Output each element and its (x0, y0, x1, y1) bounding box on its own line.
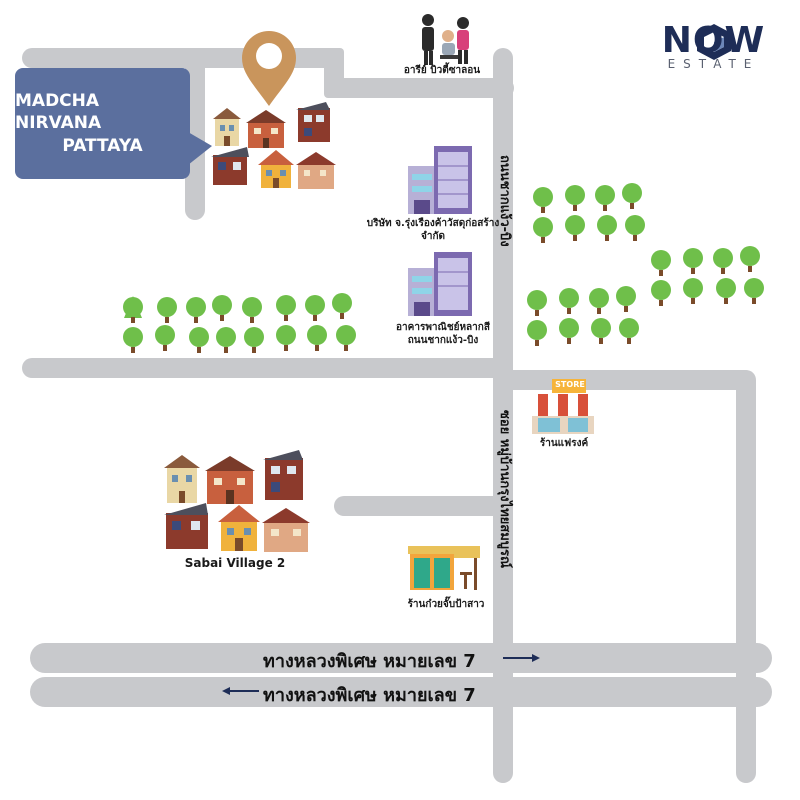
arrow-right-icon (503, 654, 540, 662)
house-icon (263, 450, 303, 500)
house-icon (164, 503, 208, 549)
company-label: บริษัท จ.รุ่งเรืองค้าวัสดุก่อสร้าง จำกัด (358, 218, 508, 243)
tree-icon (597, 215, 617, 241)
tree-icon (123, 327, 143, 353)
tree-icon (591, 318, 611, 344)
tree-icon (189, 327, 209, 353)
tree-icon (713, 248, 733, 274)
tree-icon (595, 185, 615, 211)
house-icon (211, 147, 249, 185)
tree-icon (527, 320, 547, 346)
project-name-line1: MADCHA NIRVANA (15, 91, 102, 134)
tree-icon (332, 293, 352, 319)
house-icon (258, 150, 294, 188)
highway-east-lane (30, 643, 772, 673)
arrow-left-icon (222, 687, 259, 695)
tree-icon (625, 215, 645, 241)
tree-icon (216, 327, 236, 353)
trees (123, 183, 764, 353)
tree-icon (157, 297, 177, 323)
house-icon (218, 505, 260, 551)
tree-icon (651, 280, 671, 306)
tree-icon (716, 278, 736, 304)
tree-icon (683, 278, 703, 304)
salon-icon (422, 14, 469, 65)
house-icon (296, 102, 330, 142)
tree-icon (307, 325, 327, 351)
brand-word: NOW (661, 20, 766, 61)
tree-icon (616, 286, 636, 312)
village-houses (164, 450, 310, 552)
highway-west-lane (30, 677, 772, 707)
noodle-shop-label: ร้านก๋วยจั๊บป้าสาว (407, 599, 485, 610)
commercial-building-label: อาคารพาณิชย์หลากสี ถนนชากแง้ว-บิง (378, 322, 508, 347)
road-east-vertical (736, 370, 756, 783)
house-icon (205, 456, 255, 504)
road-middle-east (493, 370, 755, 390)
tree-icon (533, 217, 553, 243)
location-pin-icon (242, 31, 296, 106)
tree-icon (336, 325, 356, 351)
commercial-label-line1: อาคารพาณิชย์หลากสี (396, 322, 490, 333)
company-label-line2: จำกัด (420, 230, 446, 242)
tree-icon (242, 297, 262, 323)
tree-icon (155, 325, 175, 351)
house-icon (213, 108, 241, 146)
highway-label-west: ทางหลวงพิเศษ หมายเลข 7 (263, 685, 476, 706)
commercial-label-line2: ถนนชากแง้ว-บิง (407, 334, 479, 346)
tree-icon (744, 278, 764, 304)
noodle-shop-icon (408, 546, 480, 590)
house-icon (246, 110, 286, 148)
project-callout: MADCHA NIRVANA PATTAYA (15, 68, 190, 179)
road-project-stub (185, 48, 205, 220)
tree-icon (276, 325, 296, 351)
tree-icon (533, 187, 553, 213)
callout-pointer (188, 132, 212, 165)
tree-icon (619, 318, 639, 344)
road-village-branch (334, 496, 512, 516)
house-icon (296, 152, 336, 189)
tree-icon (123, 296, 143, 323)
tree-icon (305, 295, 325, 321)
road-label-vertical-lower: ซอย หมู่บ้านกรุงไทยสมบูรณ์ (497, 410, 512, 569)
brand-logo: NOW ESTATE (651, 20, 776, 71)
store-label: ร้านแฟรงค์ (539, 438, 589, 449)
highway-label-east: ทางหลวงพิเศษ หมายเลข 7 (263, 651, 476, 672)
store-sign: STORE (555, 380, 585, 389)
tree-icon (565, 185, 585, 211)
tree-icon (244, 327, 264, 353)
tree-icon (186, 297, 206, 323)
house-icon (164, 455, 200, 503)
tree-icon (683, 248, 703, 274)
tree-icon (651, 250, 671, 276)
road-main-vertical (493, 48, 513, 783)
store-icon (528, 379, 598, 434)
tree-icon (212, 295, 232, 321)
road-label-vertical-upper: ถนนชากแง้ว-บิง (497, 155, 512, 247)
tree-icon (589, 288, 609, 314)
house-icon (262, 508, 310, 552)
commercial-building-icon (408, 252, 472, 316)
company-label-line1: บริษัท จ.รุ่งเรืองค้าวัสดุก่อสร้าง (366, 218, 500, 229)
tree-icon (565, 215, 585, 241)
tree-icon (559, 288, 579, 314)
tree-icon (276, 295, 296, 321)
road-top-east (324, 78, 514, 98)
road-middle-west (22, 358, 512, 378)
company-building-icon (408, 146, 472, 214)
tree-icon (622, 183, 642, 209)
project-name-line2: PATTAYA (62, 135, 143, 156)
salon-label: อารีย์ บิวตี้ซาลอน (403, 65, 481, 76)
tree-icon (527, 290, 547, 316)
brand-sub: ESTATE (667, 57, 760, 71)
project-houses (211, 102, 336, 189)
tree-icon (559, 318, 579, 344)
tree-icon (740, 246, 760, 272)
village-label: Sabai Village 2 (184, 556, 286, 570)
brand-mark-icon (697, 24, 731, 60)
